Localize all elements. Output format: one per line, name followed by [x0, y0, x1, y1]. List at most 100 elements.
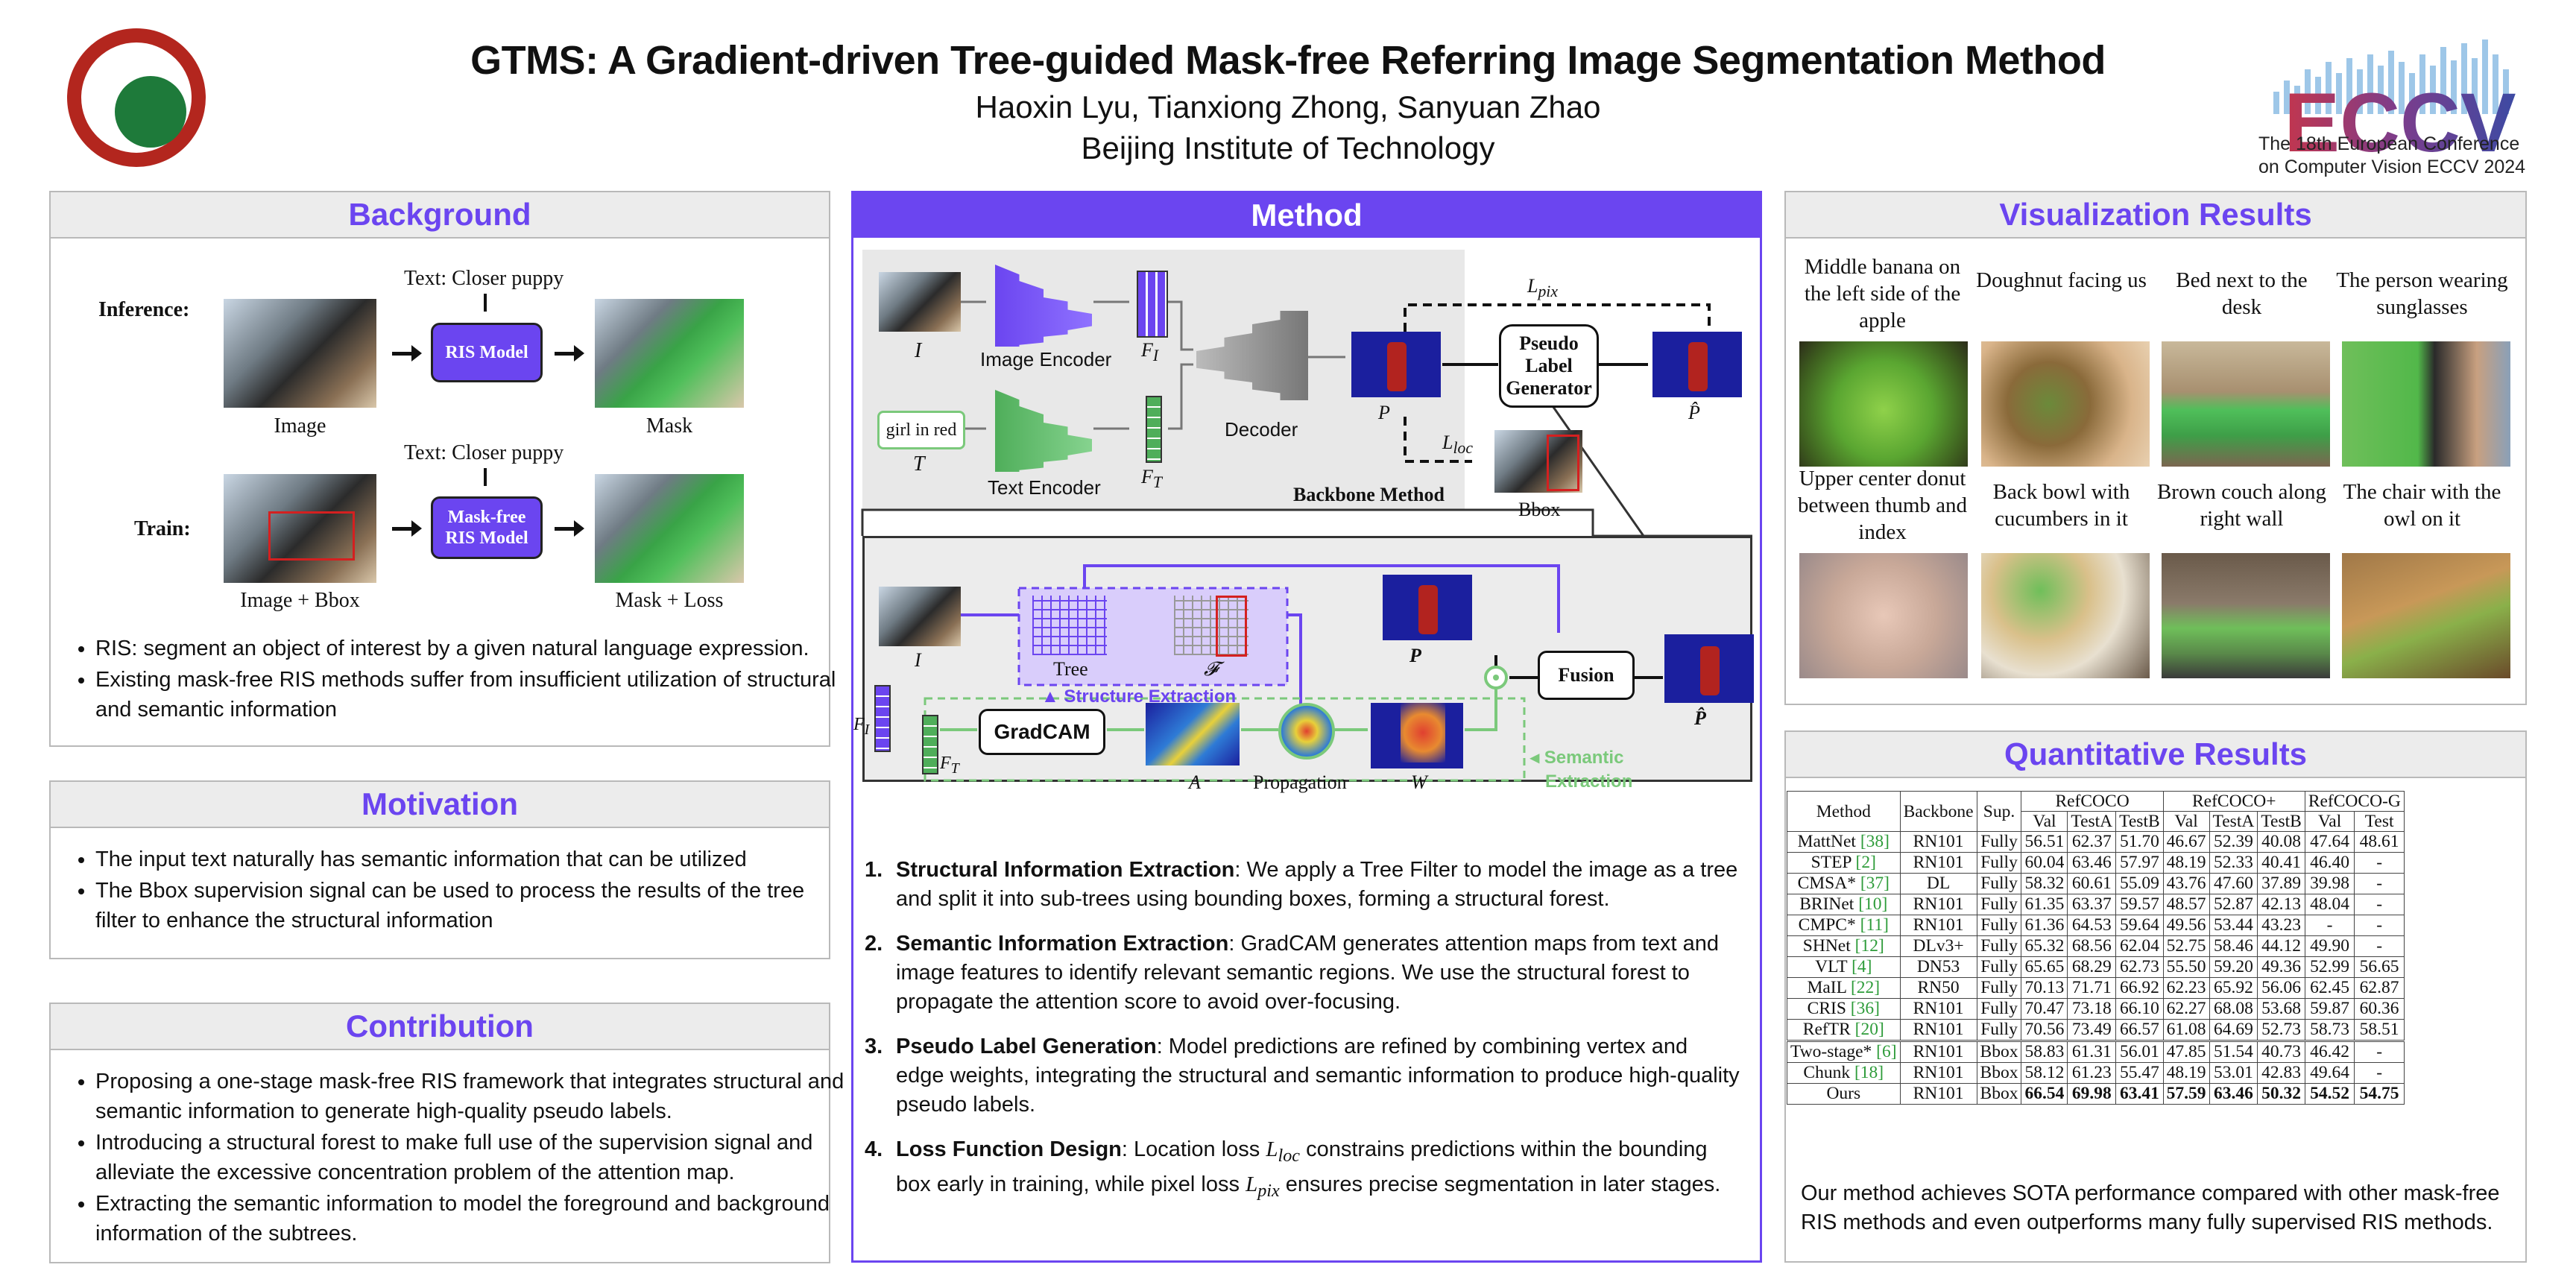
- visualization-panel: Visualization Results Middle banana on t…: [1784, 191, 2527, 705]
- text-encoder-label: Text Encoder: [988, 476, 1101, 499]
- fused-pseudo-label-map: [1664, 634, 1754, 703]
- list-item: The input text naturally has semantic in…: [95, 845, 848, 874]
- propagation-label: Propagation: [1253, 771, 1347, 793]
- forest-label: 𝓕: [1204, 658, 1219, 680]
- bbox-label: Bbox: [1518, 499, 1561, 520]
- arrow: [555, 345, 584, 362]
- arrow: [555, 520, 584, 537]
- list-item: RIS: segment an object of interest by a …: [95, 634, 841, 663]
- vis-image-donut-hand: [1799, 553, 1968, 678]
- poster-institution: Beijing Institute of Technology: [1081, 130, 1495, 165]
- vis-caption: Bed next to the desk: [2176, 268, 2308, 319]
- attention-map-A: [1146, 703, 1240, 765]
- list-item: Introducing a structural forest to make …: [95, 1128, 856, 1187]
- bbox-rectangle: [268, 511, 355, 561]
- vis-image-bowl: [1981, 553, 2150, 678]
- poster-title: GTMS: A Gradient-driven Tree-guided Mask…: [470, 38, 2106, 83]
- poster-authors: Haoxin Lyu, Tianxiong Zhong, Sanyuan Zha…: [975, 89, 1601, 124]
- contribution-panel: Contribution Proposing a one-stage mask-…: [49, 1003, 844, 1263]
- label-P-hat-bold: P̂: [1694, 707, 1706, 729]
- label-P: P: [1378, 402, 1390, 423]
- results-table: Method Backbone Sup. RefCOCO RefCOCO+ Re…: [1787, 791, 2405, 1105]
- label-I: I: [915, 339, 922, 362]
- label-FI-2: FI: [853, 715, 870, 738]
- label-FT: FT: [1141, 466, 1162, 492]
- feature-FT: [1146, 396, 1162, 463]
- motivation-panel: Motivation The input text naturally has …: [49, 780, 830, 959]
- inference-label: Inference:: [98, 298, 190, 321]
- quantitative-title: Quantitative Results: [1786, 732, 2525, 778]
- col-refcocog: RefCOCO-G: [2304, 791, 2405, 812]
- list-item: The Bbox supervision signal can be used …: [95, 876, 848, 935]
- list-item: Proposing a one-stage mask-free RIS fram…: [95, 1067, 856, 1126]
- tree-label: Tree: [1053, 658, 1088, 680]
- background-title: Background: [51, 192, 829, 239]
- prediction-P-map-2: [1383, 575, 1472, 640]
- col-refcoco: RefCOCO: [2021, 791, 2164, 812]
- ris-model-box: RIS Model: [431, 323, 543, 382]
- method-steps: 1.Structural Information Extraction: We …: [865, 856, 1740, 1221]
- mask-image: [595, 299, 744, 408]
- eccv-logo-text: ECCV: [2284, 76, 2516, 169]
- backbone-method-label: Backbone Method: [1293, 484, 1445, 505]
- list-item: Extracting the semantic information to m…: [95, 1189, 856, 1248]
- mask-loss-image: [595, 474, 744, 583]
- propagation-node: [1278, 703, 1335, 760]
- label-P-hat: P̂: [1688, 402, 1700, 423]
- arrow: [392, 520, 422, 537]
- image-encoder-label: Image Encoder: [980, 348, 1112, 370]
- mask-loss-caption: Mask + Loss: [615, 589, 724, 612]
- col-refcocop: RefCOCO+: [2162, 791, 2305, 812]
- weight-map-W: [1371, 703, 1463, 768]
- col-sup: Sup.: [1976, 791, 2022, 832]
- vis-caption: Brown couch along right wall: [2156, 480, 2327, 531]
- label-A: A: [1189, 771, 1201, 793]
- vis-image-banana: [1799, 341, 1968, 467]
- text-input-box: girl in red: [877, 411, 965, 449]
- label-FT-2: FT: [940, 754, 959, 777]
- puppy-bbox-image: [224, 474, 376, 583]
- label-Lloc: Lloc: [1442, 432, 1473, 458]
- gradcam-box: GradCAM: [979, 709, 1105, 755]
- list-item: 2.Semantic Information Extraction: GradC…: [865, 932, 1720, 1014]
- background-panel: Background Inference: Text: Closer puppy…: [49, 191, 836, 747]
- image-caption: Image: [274, 414, 326, 438]
- label-W: W: [1411, 771, 1427, 793]
- vis-image-doughnut: [1981, 341, 2150, 467]
- tree-graph: [1032, 596, 1107, 655]
- contribution-title: Contribution: [51, 1004, 829, 1050]
- method-title: Method: [853, 193, 1760, 238]
- prediction-P-map: [1351, 332, 1441, 397]
- forest-graph: [1174, 596, 1248, 657]
- text-prompt-train: Text: Closer puppy: [404, 441, 564, 464]
- label-I-2: I: [915, 649, 921, 671]
- mask-caption: Mask: [645, 414, 693, 438]
- list-item: 1.Structural Information Extraction: We …: [865, 858, 1738, 911]
- image-bbox-caption: Image + Bbox: [240, 589, 360, 612]
- col-method: Method: [1787, 791, 1901, 832]
- background-bullets: RIS: segment an object of interest by a …: [57, 634, 841, 726]
- vis-caption: Upper center donut between thumb and ind…: [1797, 467, 1968, 544]
- vis-image-person: [2342, 341, 2510, 467]
- puppy-image: [224, 299, 376, 408]
- motivation-bullets: The input text naturally has semantic in…: [57, 845, 848, 937]
- motivation-title: Motivation: [51, 782, 829, 828]
- input-image-thumb: [879, 272, 961, 332]
- list-item: Existing mask-free RIS methods suffer fr…: [95, 665, 841, 724]
- label-T: T: [913, 452, 925, 476]
- vis-image-chair: [2342, 553, 2510, 678]
- quantitative-summary: Our method achieves SOTA performance com…: [1801, 1181, 2500, 1234]
